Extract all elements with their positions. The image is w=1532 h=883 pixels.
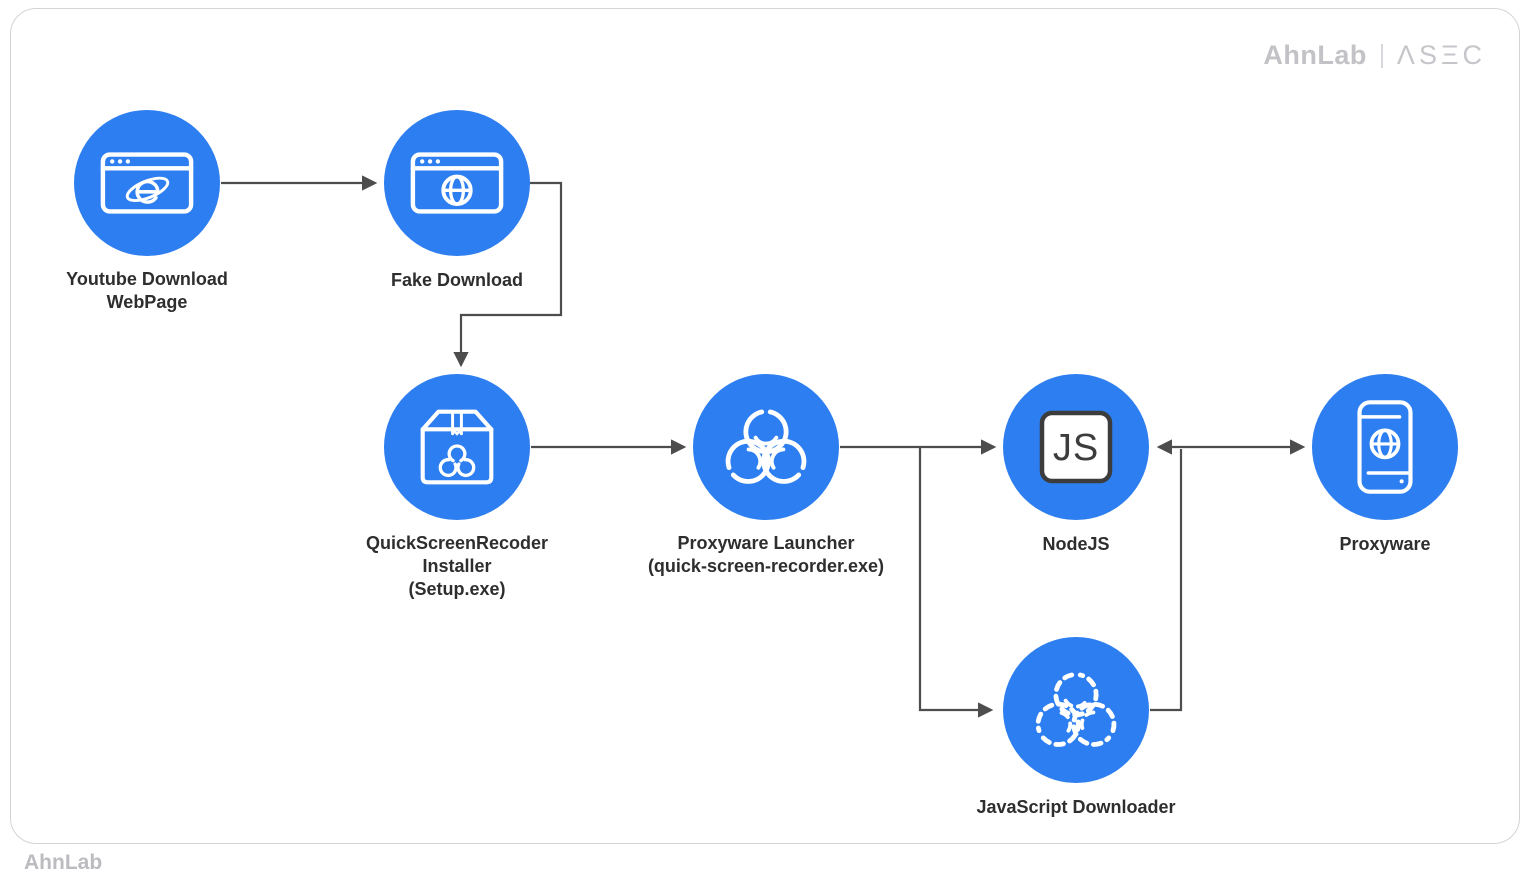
node-quickscreenrecoder-installer bbox=[384, 374, 530, 520]
phone-globe-icon bbox=[1357, 400, 1413, 494]
biohazard-icon bbox=[725, 409, 807, 484]
diagram-frame-border bbox=[10, 8, 1520, 844]
label-javascript-downloader: JavaScript Downloader bbox=[916, 796, 1236, 819]
label-line: Fake Download bbox=[390, 270, 524, 290]
node-proxyware-launcher bbox=[693, 374, 839, 520]
javascript-badge-icon: JS bbox=[1039, 410, 1113, 484]
edge-launcher-to-jsdownloader bbox=[918, 447, 994, 718]
node-fake-download bbox=[384, 110, 530, 256]
label-proxyware-launcher: Proxyware Launcher (quick-screen-recorde… bbox=[606, 532, 926, 578]
label-line: NodeJS bbox=[1042, 534, 1110, 554]
label-line: Youtube Download bbox=[66, 269, 228, 289]
label-line: (quick-screen-recorder.exe) bbox=[647, 556, 885, 576]
label-quickscreenrecoder-installer: QuickScreenRecoder Installer (Setup.exe) bbox=[297, 532, 617, 601]
label-line: Proxyware Launcher bbox=[677, 533, 855, 553]
dashed-biohazard-icon bbox=[1035, 672, 1117, 747]
node-proxyware bbox=[1312, 374, 1458, 520]
malware-package-box-icon bbox=[420, 409, 494, 485]
node-youtube-download-webpage bbox=[74, 110, 220, 256]
globe-browser-icon bbox=[410, 152, 504, 214]
label-line: JavaScript Downloader bbox=[976, 797, 1176, 817]
label-line: Proxyware bbox=[1339, 534, 1431, 554]
node-javascript-downloader bbox=[1003, 637, 1149, 783]
label-youtube-download-webpage: Youtube Download WebPage bbox=[0, 268, 307, 314]
ahnlab-logo: AhnLab bbox=[1263, 40, 1367, 70]
brand-divider bbox=[1380, 43, 1383, 68]
edge-jsdownloader-riser bbox=[1150, 449, 1183, 712]
node-nodejs: JS bbox=[1003, 374, 1149, 520]
label-fake-download: Fake Download bbox=[297, 269, 617, 292]
label-line: QuickScreenRecoder bbox=[365, 533, 549, 553]
label-nodejs: NodeJS bbox=[916, 533, 1236, 556]
header-brand: AhnLab ΛSΞC bbox=[1263, 40, 1486, 71]
label-line: (Setup.exe) bbox=[408, 579, 506, 599]
label-proxyware: Proxyware bbox=[1225, 533, 1532, 556]
label-line: WebPage bbox=[106, 292, 188, 312]
edge-fake-to-installer bbox=[453, 181, 563, 368]
js-badge-text: JS bbox=[1053, 427, 1099, 469]
footer-ahnlab-logo: AhnLab bbox=[24, 851, 103, 874]
label-line: Installer bbox=[422, 556, 492, 576]
asec-logo: ΛSΞC bbox=[1396, 40, 1486, 70]
internet-explorer-browser-icon bbox=[100, 152, 194, 214]
